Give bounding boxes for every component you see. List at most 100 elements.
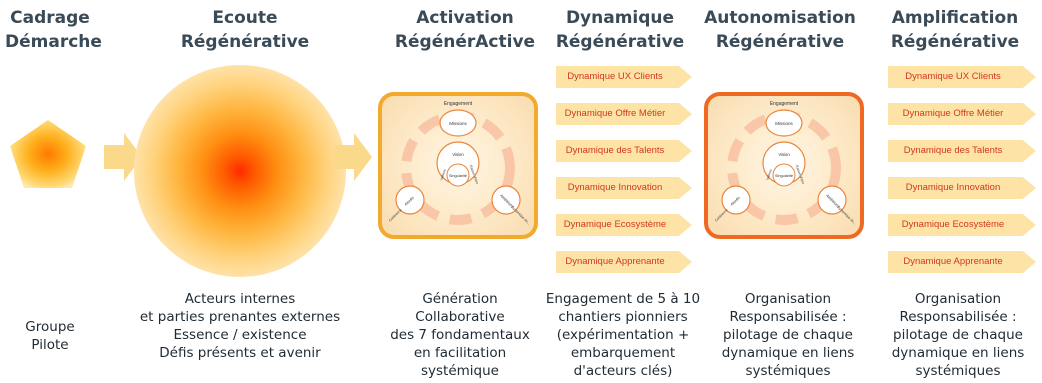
stage-title-line: Régénérative — [180, 32, 310, 52]
stage-desc-autonomisation: Organisation Responsabilisée : pilotage … — [708, 290, 868, 380]
dynamique-apprenante-label: Dynamique Apprenante — [903, 256, 1003, 267]
stage-title-line: Dynamique — [565, 8, 675, 28]
valeurs-label: Valeurs — [765, 168, 773, 180]
missions-label: Missions — [775, 121, 793, 126]
desc-line: (expérimentation + — [556, 327, 690, 343]
desc-line: d'acteurs clés) — [573, 363, 673, 379]
autonomisation-fondamentaux-frame: Engagement Missions Eco Vision Singulari… — [704, 92, 864, 239]
dynamique-offre-label: Dynamique Offre Métier — [564, 108, 666, 119]
desc-line: chantiers pionniers — [558, 309, 688, 325]
dynamique-arrow-list: Dynamique UX Clients Dynamique Offre Mét… — [556, 66, 692, 288]
arrow-shape — [888, 251, 1036, 273]
arrow-shape — [556, 103, 692, 125]
desc-line: pilotage de chaque — [893, 327, 1023, 343]
dynamique-innovation-label: Dynamique Innovation — [567, 182, 663, 193]
dynamique-ux-label: Dynamique UX Clients — [905, 71, 1001, 82]
dynamique-arrow-item: Dynamique Ecosystème — [556, 214, 692, 236]
stage-desc-ecoute: Acteurs internes et parties prenantes ex… — [125, 290, 355, 362]
arrow-shape — [888, 214, 1036, 236]
raison-label: Raison d'être — [469, 165, 480, 185]
desc-line: Responsabilisée : — [899, 309, 1017, 325]
vision-label: Vision — [778, 152, 790, 157]
desc-line: Pilote — [31, 337, 69, 353]
atouts-label: Atouts — [729, 195, 741, 207]
arrow-shape — [888, 66, 1036, 88]
dynamique-label: Dynamique de... — [511, 205, 531, 225]
stage-title-line: Régénérative — [715, 32, 845, 52]
arrow-shape — [556, 214, 692, 236]
arrow-shape — [556, 140, 692, 162]
stage-desc-dynamique: Engagement de 5 à 10 chantiers pionniers… — [540, 290, 706, 380]
dynamique-arrow-item: Dynamique Apprenante — [888, 251, 1036, 273]
desc-line: Acteurs internes — [184, 291, 296, 307]
dynamique-arrow-item: Dynamique UX Clients — [556, 66, 692, 88]
singularite-label: Singularité — [449, 174, 467, 178]
stage-title-cadrage: Cadrage Démarche — [5, 6, 102, 54]
stage-desc-amplification: Organisation Responsabilisée : pilotage … — [878, 290, 1038, 380]
arrow-shape — [556, 177, 692, 199]
dynamique-talents-label: Dynamique des Talents — [565, 145, 665, 156]
dynamique-arrow-item: Dynamique Ecosystème — [888, 214, 1036, 236]
stage-title-dynamique: Dynamique Régénérative — [550, 6, 690, 54]
dynamique-arrow-item: Dynamique UX Clients — [888, 66, 1036, 88]
arrow-shape — [556, 66, 692, 88]
stage-title-line: Ecoute — [212, 8, 278, 28]
stage-title-line: RégénérActive — [394, 32, 536, 52]
fondamentaux-diagram: Engagement Missions Eco Vision Singulari… — [714, 101, 857, 225]
dynamique-apprenante-label: Dynamique Apprenante — [565, 256, 665, 267]
stage-title-ecoute: Ecoute Régénérative — [170, 6, 320, 54]
desc-line: pilotage de chaque — [723, 327, 853, 343]
amplification-arrow-list: Dynamique UX Clients Dynamique Offre Mét… — [888, 66, 1036, 288]
desc-line: dynamique en liens — [891, 345, 1025, 361]
stage-title-line: Démarche — [5, 32, 102, 52]
dynamique-arrow-item: Dynamique des Talents — [888, 140, 1036, 162]
desc-line: systémiques — [915, 363, 1001, 379]
desc-line: des 7 fondamentaux — [390, 327, 530, 343]
desc-line: Collaborative — [415, 309, 505, 325]
engagement-label: Engagement — [444, 101, 473, 107]
desc-line: Groupe — [25, 319, 75, 335]
dynamique-arrow-item: Dynamique des Talents — [556, 140, 692, 162]
stage-title-line: Activation — [416, 8, 514, 28]
atouts-label: Atouts — [403, 195, 415, 207]
cadrage-glow-pentagon — [10, 120, 86, 188]
desc-line: systémique — [421, 363, 499, 379]
desc-line: Organisation — [744, 291, 832, 307]
dynamique-arrow-item: Dynamique Offre Métier — [888, 103, 1036, 125]
desc-line: Génération — [422, 291, 498, 307]
stage-title-autonomisation: Autonomisation Régénérative — [700, 6, 860, 54]
dynamique-arrow-item: Dynamique Apprenante — [556, 251, 692, 273]
stage-title-line: Régénérative — [555, 32, 685, 52]
dynamique-offre-label: Dynamique Offre Métier — [902, 108, 1004, 119]
activation-fondamentaux-frame: Engagement Missions Eco Vision Singulari… — [378, 92, 538, 239]
arrow-shape — [888, 103, 1036, 125]
stage-desc-activation: Génération Collaborative des 7 fondament… — [380, 290, 540, 380]
coherence-label: Cohérence — [388, 208, 403, 223]
dynamique-ecosysteme-label: Dynamique Ecosystème — [901, 219, 1005, 230]
dynamique-talents-label: Dynamique des Talents — [903, 145, 1003, 156]
dynamique-innovation-label: Dynamique Innovation — [905, 182, 1001, 193]
stage-desc-cadrage: Groupe Pilote — [10, 318, 90, 354]
dynamique-label: Dynamique de... — [837, 205, 857, 225]
desc-line: Défis présents et avenir — [159, 345, 321, 361]
arrow-shape — [556, 251, 692, 273]
valeurs-label: Valeurs — [439, 168, 447, 180]
dynamique-arrow-item: Dynamique Offre Métier — [556, 103, 692, 125]
stage-title-line: Régénérative — [890, 32, 1020, 52]
fondamentaux-diagram: Engagement Missions Eco Vision Singulari… — [388, 101, 531, 225]
dynamique-arrow-item: Dynamique Innovation — [888, 177, 1036, 199]
ecoute-sun-glow — [134, 65, 346, 277]
desc-line: dynamique en liens — [721, 345, 855, 361]
dynamique-ecosysteme-label: Dynamique Ecosystème — [563, 219, 667, 230]
engagement-label: Engagement — [770, 101, 799, 107]
arrow-shape — [888, 177, 1036, 199]
desc-line: en facilitation — [413, 345, 507, 361]
desc-line: et parties prenantes externes — [139, 309, 341, 325]
stage-title-amplification: Amplification Régénérative — [880, 6, 1030, 54]
arrow-shape — [888, 140, 1036, 162]
stage-title-activation: Activation RégénérActive — [385, 6, 545, 54]
singularite-label: Singularité — [775, 174, 793, 178]
stage-arrow — [104, 133, 142, 181]
dynamique-arrow-item: Dynamique Innovation — [556, 177, 692, 199]
dynamique-ux-label: Dynamique UX Clients — [567, 71, 663, 82]
